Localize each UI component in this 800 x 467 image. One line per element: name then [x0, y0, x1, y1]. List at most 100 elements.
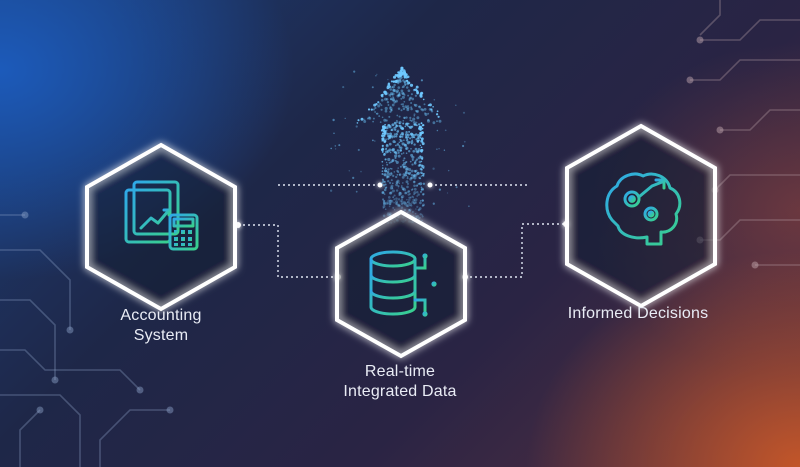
arrow-particle: [401, 135, 404, 138]
arrow-particle: [384, 208, 387, 211]
arrow-particle: [385, 129, 388, 132]
arrow-particle: [402, 85, 405, 88]
arrow-particle: [384, 148, 388, 151]
arrow-particle: [332, 118, 335, 122]
arrow-particle: [381, 144, 384, 147]
arrow-particle: [402, 119, 405, 122]
node-label-realtime-integrated-data: Real-time Integrated Data: [343, 363, 457, 400]
arrow-particle: [385, 150, 388, 154]
arrow-particle: [416, 139, 420, 143]
arrow-particle: [438, 188, 442, 191]
arrow-particle: [444, 129, 447, 132]
arrow-particle: [395, 79, 398, 82]
arrow-particle: [397, 154, 401, 158]
arrow-particle: [414, 109, 417, 112]
arrow-particle: [423, 107, 427, 111]
circuit-nodes-left: [21, 211, 174, 414]
arrow-particle: [381, 172, 384, 176]
arrow-particle: [398, 94, 401, 97]
arrow-particle: [413, 113, 416, 116]
arrow-particle: [411, 158, 414, 161]
arrow-particle: [408, 150, 411, 153]
arrow-particle: [392, 182, 394, 185]
arrow-particle: [383, 134, 386, 137]
arrow-particle: [419, 136, 422, 139]
arrow-particle: [427, 104, 430, 107]
arrow-particle: [405, 130, 408, 134]
arrow-particle: [420, 139, 424, 143]
arrow-particle: [393, 201, 395, 204]
arrow-particle: [389, 203, 391, 206]
arrow-particle: [392, 189, 395, 193]
arrow-particle: [384, 167, 387, 170]
arrow-particle: [400, 152, 403, 155]
arrow-particle: [399, 192, 403, 195]
arrow-particle: [414, 215, 418, 219]
arrow-particle: [389, 167, 392, 170]
arrow-particle: [392, 99, 395, 102]
arrow-particle: [421, 142, 425, 146]
arrow-particle: [438, 119, 442, 123]
arrow-particle: [411, 195, 414, 198]
arrow-particle: [390, 160, 393, 164]
arrow-particle: [407, 81, 411, 85]
arrow-particle: [400, 103, 403, 106]
arrow-particle: [395, 90, 399, 94]
arrow-particle: [406, 177, 409, 180]
arrow-particle: [382, 147, 384, 149]
arrow-particle: [401, 203, 404, 206]
arrow-particle: [427, 118, 430, 122]
arrow-particle: [382, 205, 386, 208]
arrow-particle: [397, 82, 400, 85]
arrow-particle: [357, 148, 360, 152]
arrow-particle: [422, 203, 425, 207]
arrow-particle: [390, 108, 393, 112]
arrow-particle: [414, 104, 416, 107]
arrow-particle: [381, 167, 384, 169]
arrow-particle: [386, 85, 389, 88]
arrow-particle: [406, 172, 409, 175]
arrow-particle: [419, 144, 421, 146]
arrow-particle: [408, 98, 411, 102]
arrow-particle: [401, 86, 404, 89]
arrow-particle: [403, 201, 406, 203]
arrow-particle: [398, 115, 401, 118]
arrow-particle: [382, 127, 386, 130]
arrow-particle: [415, 124, 418, 127]
arrow-particle: [387, 104, 390, 106]
arrow-particle: [402, 107, 406, 111]
arrow-particle: [397, 203, 400, 207]
arrow-particle: [401, 175, 405, 179]
arrow-particle: [372, 117, 375, 120]
arrow-particle: [416, 195, 419, 197]
arrow-particle: [403, 173, 407, 177]
arrow-particle: [391, 187, 394, 190]
arrow-particle: [398, 204, 401, 208]
arrow-particle: [413, 191, 417, 195]
arrow-particle: [408, 202, 412, 206]
arrow-particle: [382, 180, 385, 183]
arrow-particle: [396, 203, 400, 207]
arrow-particle: [418, 160, 422, 164]
arrow-particle: [381, 116, 384, 119]
arrow-particle: [387, 168, 390, 171]
arrow-particle: [403, 116, 406, 119]
arrow-particle: [396, 130, 399, 133]
arrow-particle: [421, 215, 424, 218]
arrow-particle: [413, 169, 416, 172]
arrow-particle: [390, 80, 393, 83]
arrow-particle: [409, 137, 412, 140]
arrow-particle: [414, 94, 418, 97]
arrow-particle: [416, 172, 418, 175]
arrow-particle: [419, 155, 422, 158]
arrow-particle: [401, 133, 404, 136]
arrow-particle: [405, 122, 409, 125]
arrow-particle: [372, 139, 374, 142]
arrow-particle: [368, 117, 372, 120]
arrow-particle: [409, 83, 414, 87]
arrow-particle: [386, 213, 389, 216]
arrow-particle: [414, 88, 418, 92]
arrow-particle: [387, 157, 391, 162]
arrow-particle: [416, 190, 419, 194]
